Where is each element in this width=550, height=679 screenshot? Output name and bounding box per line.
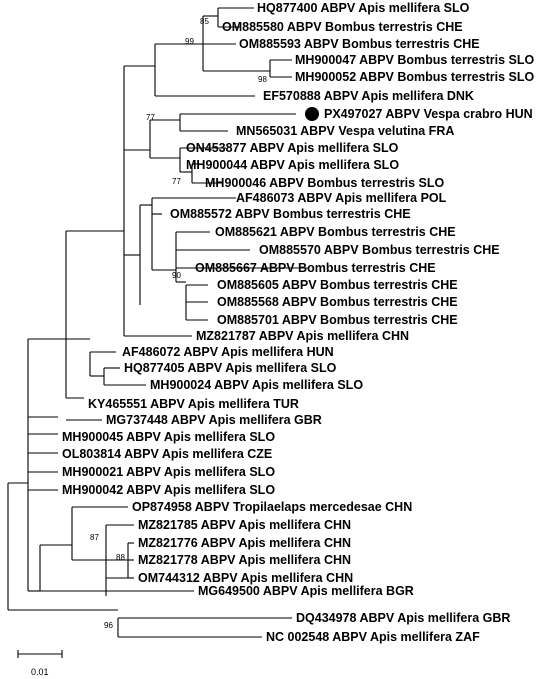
bootstrap-value: 98 (258, 75, 267, 84)
leaf-label: MH900042 ABPV Apis mellifera SLO (62, 483, 275, 497)
leaf-label: OM885621 ABPV Bombus terrestris CHE (215, 225, 456, 239)
tree-branches (7, 7, 308, 638)
leaf-label: OM885701 ABPV Bombus terrestris CHE (217, 313, 458, 327)
leaf-label: MZ821778 ABPV Apis mellifera CHN (138, 553, 351, 567)
scale-bar: 0.01 (17, 650, 63, 677)
leaf-label: MN565031 ABPV Vespa velutina FRA (236, 124, 454, 138)
leaf-label: EF570888 ABPV Apis mellifera DNK (263, 89, 474, 103)
leaf-label: OM885570 ABPV Bombus terrestris CHE (259, 243, 500, 257)
leaf-label: OM885593 ABPV Bombus terrestris CHE (239, 37, 480, 51)
leaf-label: OP874958 ABPV Tropilaelaps mercedesae CH… (132, 500, 412, 514)
leaf-label: AF486072 ABPV Apis mellifera HUN (122, 345, 334, 359)
bootstrap-value: 96 (104, 621, 113, 630)
leaf-label: OM885580 ABPV Bombus terrestris CHE (222, 20, 463, 34)
leaf-label: OL803814 ABPV Apis mellifera CZE (62, 447, 272, 461)
leaf-label: MH900024 ABPV Apis mellifera SLO (150, 378, 363, 392)
leaf-label: MH900047 ABPV Bombus terrestris SLO (295, 53, 534, 67)
leaf-label-highlighted: PX497027 ABPV Vespa crabro HUN (324, 107, 533, 121)
leaf-label: OM885667 ABPV Bombus terrestris CHE (195, 261, 436, 275)
leaf-label: DQ434978 ABPV Apis mellifera GBR (296, 611, 510, 625)
leaf-label: OM885605 ABPV Bombus terrestris CHE (217, 278, 458, 292)
bootstrap-values: 85 99 98 77 77 90 87 88 96 (90, 17, 267, 630)
leaf-label: MG737448 ABPV Apis mellifera GBR (106, 413, 322, 427)
leaf-label: MH900021 ABPV Apis mellifera SLO (62, 465, 275, 479)
leaf-label: OM885572 ABPV Bombus terrestris CHE (170, 207, 411, 221)
leaf-label: MH900045 ABPV Apis mellifera SLO (62, 430, 275, 444)
bootstrap-value: 77 (172, 177, 181, 186)
leaf-labels: HQ877400 ABPV Apis mellifera SLO OM88558… (62, 1, 534, 644)
highlight-marker-dot (305, 107, 319, 121)
bootstrap-value: 88 (116, 553, 125, 562)
leaf-label: MG649500 ABPV Apis mellifera BGR (198, 584, 414, 598)
leaf-label: MH900052 ABPV Bombus terrestris SLO (295, 70, 534, 84)
leaf-label: HQ877405 ABPV Apis mellifera SLO (124, 361, 337, 375)
leaf-label: HQ877400 ABPV Apis mellifera SLO (257, 1, 470, 15)
leaf-label: MH900046 ABPV Bombus terrestris SLO (205, 176, 444, 190)
bootstrap-value: 77 (146, 113, 155, 122)
leaf-label: NC 002548 ABPV Apis mellifera ZAF (266, 630, 480, 644)
leaf-label: ON453877 ABPV Apis mellifera SLO (186, 141, 399, 155)
leaf-label: MZ821785 ABPV Apis mellifera CHN (138, 518, 351, 532)
bootstrap-value: 85 (200, 17, 209, 26)
bootstrap-value: 90 (172, 271, 181, 280)
leaf-label: OM744312 ABPV Apis mellifera CHN (138, 571, 353, 585)
leaf-label: MH900044 ABPV Apis mellifera SLO (186, 158, 399, 172)
scale-bar-label: 0.01 (31, 667, 49, 677)
leaf-label: MZ821776 ABPV Apis mellifera CHN (138, 536, 351, 550)
leaf-label: AF486073 ABPV Apis mellifera POL (236, 191, 447, 205)
bootstrap-value: 87 (90, 533, 99, 542)
leaf-label: MZ821787 ABPV Apis mellifera CHN (196, 329, 409, 343)
bootstrap-value: 99 (185, 37, 194, 46)
leaf-label: KY465551 ABPV Apis mellifera TUR (88, 397, 299, 411)
leaf-label: OM885568 ABPV Bombus terrestris CHE (217, 295, 458, 309)
